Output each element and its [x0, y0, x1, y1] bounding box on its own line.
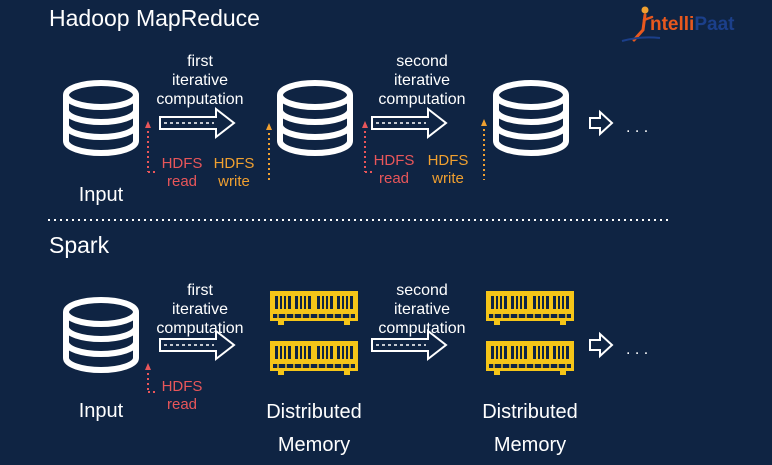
- hdfs-write-dotted-arrow: [266, 123, 272, 180]
- memory-label-line1: Distributed: [482, 401, 578, 423]
- hadoop-hdfs-write-1: HDFS write: [206, 155, 262, 191]
- first-computation-arrow: [159, 108, 235, 138]
- spark-ellipsis: . . .: [626, 341, 649, 358]
- intellipaat-logo: ntelliPaat: [650, 14, 734, 36]
- hdfs-read-word: HDFS: [373, 152, 415, 169]
- continue-arrow-icon: [589, 111, 613, 135]
- hdfs-write-dotted-arrow-2: [481, 119, 487, 180]
- step2-line1: second: [396, 53, 448, 70]
- step1-line2: iterative: [171, 72, 229, 89]
- hdfs-write-word2: write: [218, 173, 250, 190]
- distributed-memory-icon-1: [270, 291, 358, 375]
- hdfs-write-word: HDFS: [427, 152, 469, 169]
- second-computation-arrow: [371, 108, 447, 138]
- hdfs-write-word: HDFS: [213, 155, 255, 172]
- spark-step1-label: first iterative computation: [140, 281, 260, 338]
- hadoop-step2-label: second iterative computation: [362, 52, 482, 109]
- step1-line3: computation: [156, 91, 244, 108]
- logo-text-1: ntelli: [650, 14, 695, 35]
- hdfs-read-dotted-arrow-2: [362, 121, 374, 173]
- step2-line3: computation: [378, 91, 466, 108]
- hadoop-title: Hadoop MapReduce: [49, 5, 260, 31]
- logo-text-2: Paat: [694, 14, 735, 35]
- distributed-memory-label-2: Distributed Memory: [460, 396, 600, 462]
- spark-step2-line3: computation: [378, 320, 466, 337]
- spark-step1-line3: computation: [156, 320, 244, 337]
- spark-hdfs-read-dotted-arrow: [145, 363, 157, 393]
- spark-step2-line2: iterative: [393, 301, 451, 318]
- hadoop-hdfs-read-2: HDFS read: [366, 152, 422, 188]
- spark-hdfs-read-word2: read: [166, 396, 198, 413]
- spark-hdfs-read-word: HDFS: [161, 378, 203, 395]
- distributed-memory-icon-2: [486, 291, 574, 375]
- hadoop-hdfs-read-1: HDFS read: [154, 155, 210, 191]
- spark-input-database-icon: [66, 300, 136, 370]
- spark-step1-line2: iterative: [171, 301, 229, 318]
- hdfs-database-icon-1: [280, 83, 350, 153]
- hdfs-read-word: HDFS: [161, 155, 203, 172]
- spark-step2-label: second iterative computation: [362, 281, 482, 338]
- memory-label-line1: Distributed: [266, 401, 362, 423]
- logo-person-icon: [621, 6, 661, 42]
- hdfs-read-word2: read: [378, 170, 410, 187]
- step1-line1: first: [187, 53, 213, 70]
- hdfs-database-icon-2: [496, 83, 566, 153]
- spark-continue-arrow-icon: [589, 333, 613, 357]
- spark-input-label: Input: [78, 400, 124, 422]
- spark-step2-line1: second: [396, 282, 448, 299]
- hadoop-input-label: Input: [78, 184, 124, 206]
- input-database-icon: [66, 83, 136, 153]
- hdfs-read-dotted-arrow: [145, 121, 157, 173]
- hadoop-hdfs-write-2: HDFS write: [420, 152, 476, 188]
- step2-line2: iterative: [393, 72, 451, 89]
- hadoop-ellipsis: . . .: [626, 119, 649, 136]
- spark-title: Spark: [49, 232, 110, 258]
- hadoop-step1-label: first iterative computation: [140, 52, 260, 109]
- memory-label-line2: Memory: [493, 434, 567, 456]
- hdfs-write-word2: write: [432, 170, 464, 187]
- spark-step1-line1: first: [187, 282, 213, 299]
- hdfs-read-word2: read: [166, 173, 198, 190]
- spark-hdfs-read: HDFS read: [154, 378, 210, 414]
- memory-label-line2: Memory: [277, 434, 351, 456]
- distributed-memory-label-1: Distributed Memory: [244, 396, 384, 462]
